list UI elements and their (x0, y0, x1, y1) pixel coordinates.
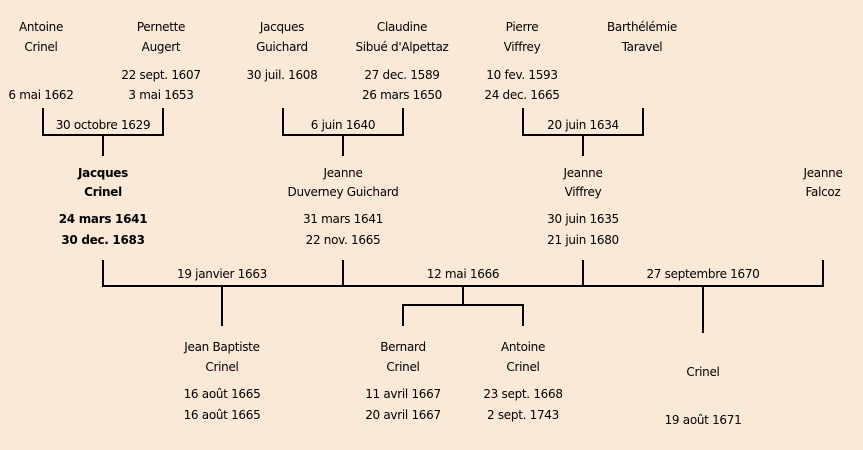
connector-line (342, 260, 344, 287)
last-name: Crinel (205, 360, 239, 374)
death-date: 6 mai 1662 (8, 88, 74, 102)
death-date: 20 avril 1667 (365, 408, 441, 422)
connector-line (282, 108, 284, 136)
last-name: Crinel (386, 360, 420, 374)
birth-date: 23 sept. 1668 (483, 387, 563, 401)
birth-date: 10 fev. 1593 (486, 68, 558, 82)
first-name: Jeanne (803, 166, 843, 180)
last-name: Crinel (84, 185, 122, 199)
first-name: Antoine (500, 340, 546, 354)
last-name: Taravel (621, 40, 663, 54)
birth-date: 30 juil. 1608 (246, 68, 318, 82)
last-name: Crinel (506, 360, 540, 374)
marriage-date: 20 juin 1634 (547, 118, 619, 132)
connector-line (221, 285, 223, 326)
connector-line (702, 285, 704, 333)
marriage-date: 27 septembre 1670 (646, 267, 760, 281)
death-date: 2 sept. 1743 (487, 408, 559, 422)
last-name: Duverney Guichard (287, 185, 399, 199)
last-name: Augert (141, 40, 181, 54)
first-name: Jacques (78, 166, 128, 180)
connector-line (402, 108, 404, 136)
connector-line (582, 134, 584, 156)
connector-line (582, 260, 584, 287)
first-name: Jeanne (563, 166, 603, 180)
connector-line (162, 108, 164, 136)
connector-line (342, 134, 344, 156)
connector-line (102, 134, 104, 156)
first-name: Barthélémie (606, 20, 678, 34)
marriage-date: 12 mai 1666 (426, 267, 500, 281)
death-date: 30 dec. 1683 (61, 233, 145, 247)
birth-date: 31 mars 1641 (302, 212, 384, 226)
connector-line (822, 260, 824, 287)
last-name: Crinel (24, 40, 58, 54)
first-name: Antoine (18, 20, 64, 34)
marriage-date: 30 octobre 1629 (55, 118, 151, 132)
connector-line (402, 304, 524, 306)
connector-line (642, 108, 644, 136)
first-name: Claudine (376, 20, 428, 34)
birth-date: 16 août 1665 (183, 387, 261, 401)
marriage-date: 19 janvier 1663 (177, 267, 267, 281)
birth-date: 27 dec. 1589 (364, 68, 440, 82)
connector-line (522, 108, 524, 136)
first-name: Jeanne (323, 166, 363, 180)
death-date: 24 dec. 1665 (484, 88, 560, 102)
connector-line (402, 304, 404, 326)
first-name: Jacques (259, 20, 305, 34)
death-date: 19 août 1671 (664, 413, 742, 427)
first-name: Pierre (505, 20, 539, 34)
last-name: Crinel (686, 365, 720, 379)
last-name: Falcoz (805, 185, 841, 199)
last-name: Guichard (256, 40, 308, 54)
last-name: Viffrey (503, 40, 541, 54)
birth-date: 22 sept. 1607 (121, 68, 201, 82)
marriage-date: 6 juin 1640 (310, 118, 376, 132)
death-date: 3 mai 1653 (128, 88, 194, 102)
birth-date: 24 mars 1641 (58, 212, 148, 226)
birth-date: 11 avril 1667 (365, 387, 441, 401)
first-name: Pernette (136, 20, 186, 34)
last-name: Sibué d'Alpettaz (355, 40, 449, 54)
connector-line (522, 304, 524, 326)
connector-line (102, 260, 104, 287)
death-date: 26 mars 1650 (361, 88, 443, 102)
last-name: Viffrey (564, 185, 602, 199)
birth-date: 30 juin 1635 (547, 212, 619, 226)
first-name: Jean Baptiste (184, 340, 260, 354)
first-name: Bernard (380, 340, 426, 354)
death-date: 16 août 1665 (183, 408, 261, 422)
death-date: 22 nov. 1665 (305, 233, 381, 247)
connector-line (42, 108, 44, 136)
death-date: 21 juin 1680 (547, 233, 619, 247)
connector-line (462, 285, 464, 306)
